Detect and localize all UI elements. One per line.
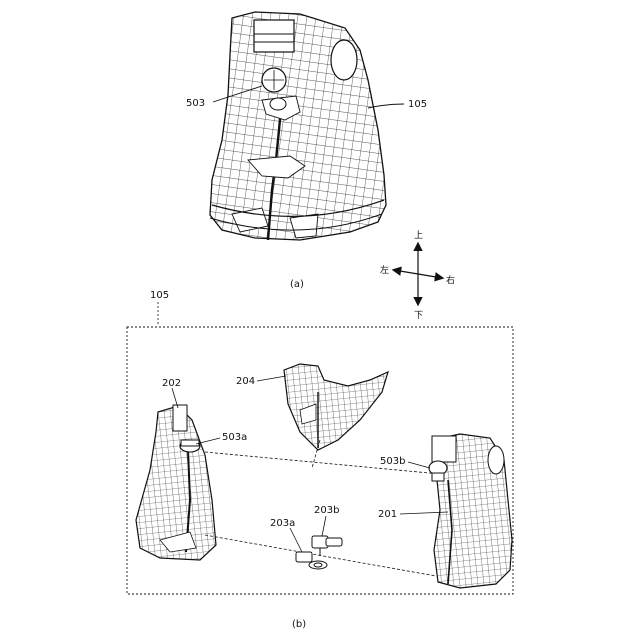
- label-204: 204: [236, 376, 255, 387]
- caption-b: (b): [292, 619, 306, 630]
- center-piece-204: [284, 364, 388, 450]
- label-503b: 503b: [380, 456, 405, 467]
- caption-a: (a): [290, 279, 304, 290]
- label-503: 503: [186, 98, 205, 109]
- buckle-503a: [180, 440, 200, 452]
- label-203b: 203b: [314, 505, 339, 516]
- left-panel-202: [136, 405, 216, 560]
- leader-203b: [322, 516, 326, 536]
- label-201: 201: [378, 509, 397, 520]
- leader-503b: [408, 462, 430, 468]
- right-panel-201: [432, 434, 512, 588]
- label-105-top: 105: [408, 99, 427, 110]
- direction-up: 上: [414, 230, 423, 241]
- direction-indicator: 上 下 左 右: [380, 230, 455, 321]
- leader-203a: [290, 528, 302, 552]
- assembled-vest: [210, 12, 386, 240]
- buckle-203a: [296, 552, 327, 569]
- label-203a: 203a: [270, 518, 295, 529]
- buckle-503b: [429, 461, 447, 481]
- direction-right: 右: [446, 274, 455, 286]
- direction-down: 下: [414, 311, 423, 321]
- leader-204: [257, 376, 286, 381]
- label-105-frame: 105: [150, 290, 169, 301]
- label-202: 202: [162, 378, 181, 389]
- direction-left: 左: [380, 264, 389, 276]
- label-503a: 503a: [222, 432, 247, 443]
- buckle-203b: [312, 536, 342, 556]
